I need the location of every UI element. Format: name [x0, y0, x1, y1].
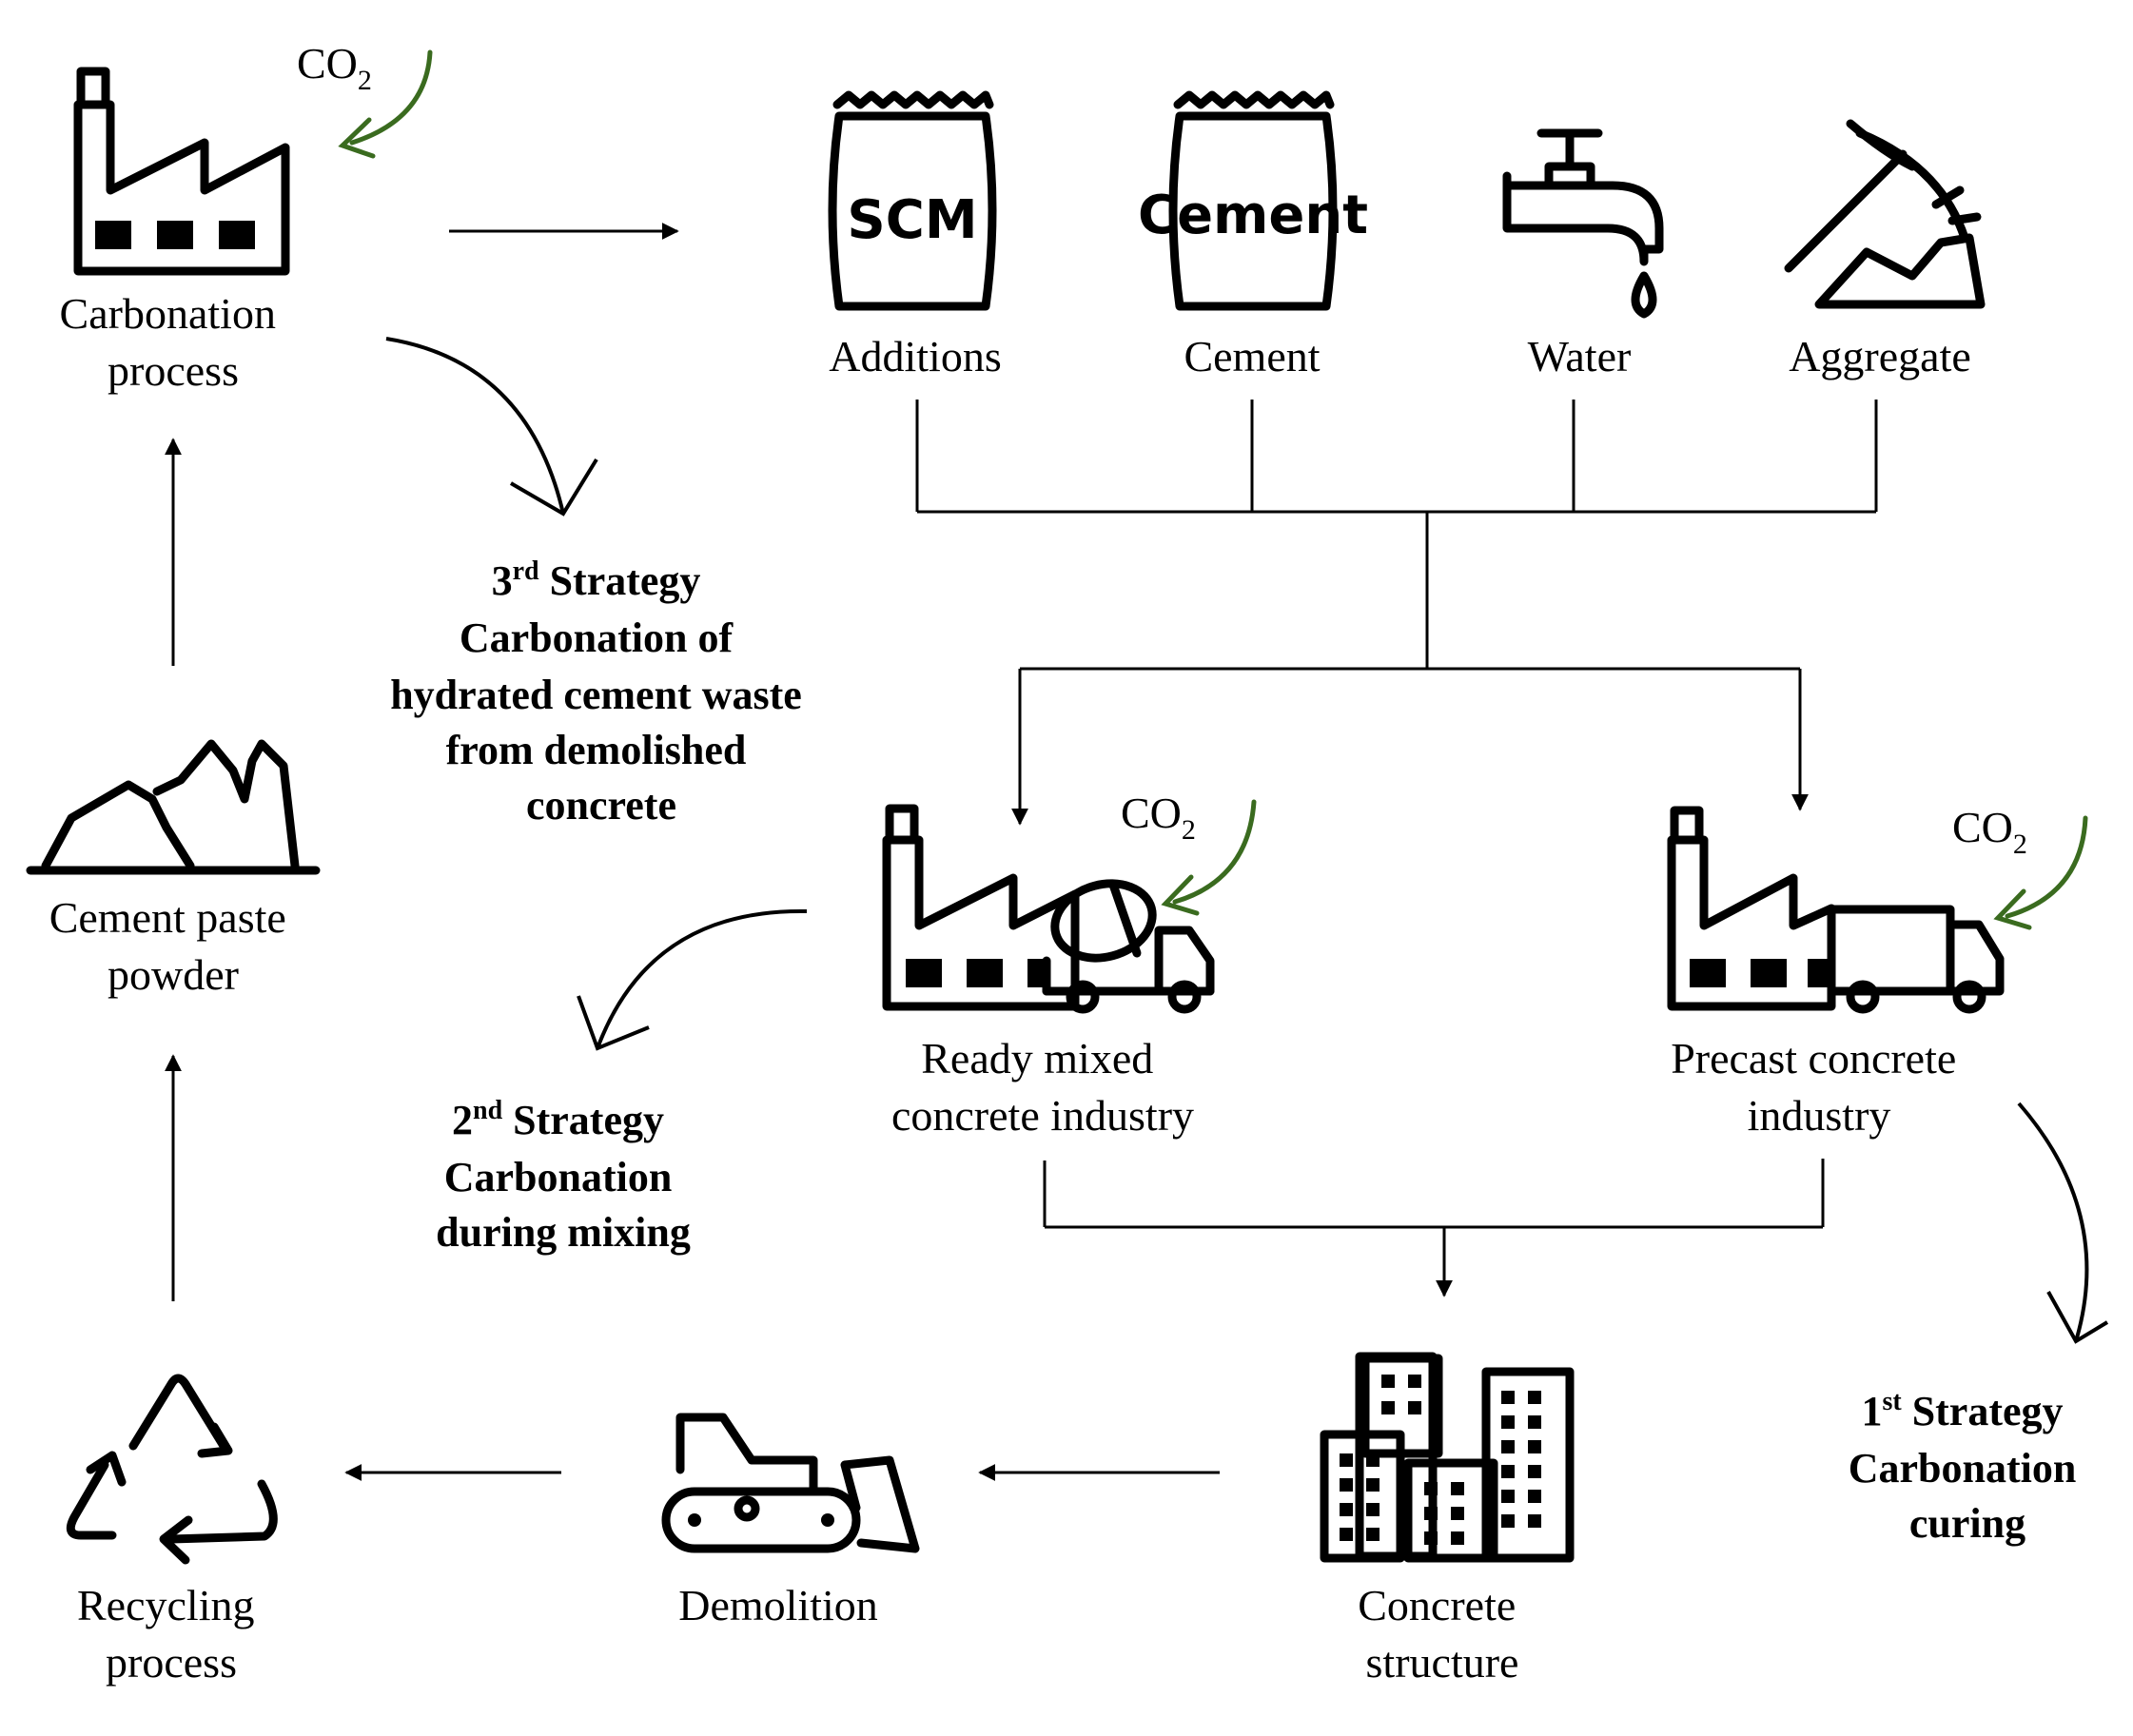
industries-merge-lines: [1043, 1159, 1825, 1297]
co2-arrowhead-precast: [1993, 888, 2032, 930]
svg-text:SCM: SCM: [847, 189, 977, 251]
co2-arrow-top: [349, 49, 433, 146]
carbonation-process-label: Carbonation process: [60, 289, 287, 395]
co2-label-precast: CO2: [1952, 803, 2027, 860]
strategy1-label: 1st Strategy Carbonation curing: [1849, 1387, 2087, 1547]
strategy2-curved-arrow: [596, 908, 808, 1049]
rubble-icon: [26, 739, 321, 875]
strategy2-arrowhead: [577, 995, 650, 1051]
cement-paste-powder-label: Cement paste powder: [49, 893, 298, 999]
cement-label: Cement: [1184, 332, 1320, 380]
strategy1-arrowhead: [2046, 1291, 2109, 1344]
co2-label-top: CO2: [297, 39, 372, 96]
buildings-icon-detail: [1320, 1354, 1575, 1563]
co2-label-ready-mixed: CO2: [1121, 789, 1196, 846]
strategy1-curved-arrow: [2017, 1102, 2089, 1342]
svg-text:CO2: CO2: [297, 39, 372, 96]
svg-text:Cement: Cement: [1138, 185, 1368, 246]
water-label: Water: [1528, 332, 1632, 380]
demolition-label: Demolition: [678, 1581, 878, 1629]
materials-merge-lines: [915, 400, 1878, 826]
tap-icon: [1502, 128, 1664, 319]
additions-label: Additions: [829, 332, 1001, 380]
co2-arrow-precast: [2005, 815, 2088, 919]
co2-arrowhead-ready-mixed: [1161, 874, 1200, 916]
recycling-label: Recycling process: [77, 1581, 265, 1687]
aggregate-label: Aggregate: [1789, 332, 1971, 380]
carbonation-factory-icon: [73, 67, 290, 276]
scm-bag-icon: SCM: [828, 90, 997, 311]
pickaxe-icon: [1784, 119, 1986, 309]
bulldozer-icon: [661, 1413, 920, 1553]
cement-bag-icon: Cement: [1138, 90, 1368, 311]
precast-label: Precast concrete industry: [1671, 1034, 1967, 1140]
strategy3-label: 3rd Strategy Carbonation of hydrated cem…: [390, 556, 812, 829]
svg-text:CO2: CO2: [1952, 803, 2027, 860]
mixer-truck-factory-icon: [882, 804, 1215, 1014]
svg-text:CO2: CO2: [1121, 789, 1196, 846]
strategy2-label: 2nd Strategy Carbonation during mixing: [436, 1096, 691, 1256]
strategy3-arrowhead: [509, 458, 598, 517]
co2-arrow-ready-mixed: [1172, 799, 1257, 905]
concrete-structure-label: Concrete structure: [1358, 1581, 1527, 1687]
co2-arrowhead-top: [338, 117, 376, 159]
strategy3-curved-arrow: [385, 337, 565, 515]
box-truck-factory-icon: [1667, 806, 2005, 1014]
ready-mixed-label: Ready mixed concrete industry: [891, 1034, 1194, 1140]
recycle-icon: [66, 1374, 278, 1565]
